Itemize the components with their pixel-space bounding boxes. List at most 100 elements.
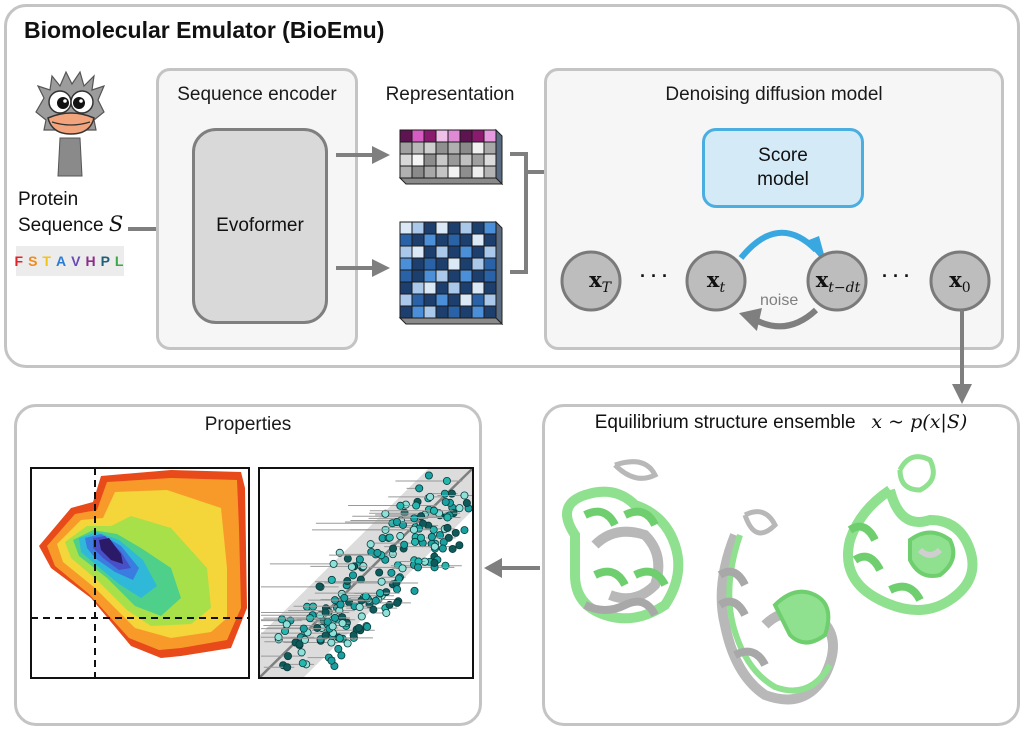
grid-cell: [483, 305, 497, 319]
grid-cell: [471, 293, 485, 307]
grid-cell: [459, 269, 473, 283]
grid-cell: [447, 141, 461, 155]
scatter-point: [334, 644, 343, 653]
representation-title: Representation: [385, 84, 515, 105]
scatter-point: [340, 593, 349, 602]
score-model-block[interactable]: Score model: [702, 128, 864, 208]
grid-cell: [459, 233, 473, 247]
predicted-vs-experimental-scatter[interactable]: [258, 467, 474, 679]
sequence-word: Sequence: [18, 215, 104, 236]
grid-cell: [459, 257, 473, 271]
noise-arrow: [750, 307, 819, 330]
node-xt-dt-base: x: [815, 267, 829, 292]
grid-bottom-face: [398, 177, 504, 185]
grid-cell: [447, 257, 461, 271]
noise-arrowhead: [739, 308, 762, 331]
grid-cell: [435, 269, 449, 283]
grid-cell: [483, 293, 497, 307]
protein-label: Protein Sequence S: [18, 187, 123, 238]
scatter-point: [400, 540, 409, 549]
grid-cell: [423, 233, 437, 247]
grid-cell: [423, 245, 437, 259]
grid-cell: [459, 141, 473, 155]
scatter-point: [377, 577, 386, 586]
scatter-point: [427, 532, 436, 541]
scatter-point: [430, 542, 439, 551]
scatter-point: [460, 491, 469, 500]
grid-cell: [411, 141, 425, 155]
grid-cell: [399, 293, 413, 307]
grid-cell: [435, 141, 449, 155]
grid-cell: [447, 269, 461, 283]
ensemble-title-text: Equilibrium structure ensemble: [594, 412, 856, 433]
ellipsis-1: · · ·: [640, 266, 668, 286]
scatter-point: [329, 559, 338, 568]
ellipsis-2: · · ·: [882, 266, 910, 286]
scatter-point: [393, 598, 402, 607]
grid-cell: [483, 281, 497, 295]
scatter-point: [387, 568, 396, 577]
grid-cell: [411, 129, 425, 143]
scatter-point: [282, 620, 291, 629]
grid-cell: [411, 221, 425, 235]
ensemble-title: Equilibrium structure ensemble x ~ p(x|S…: [542, 411, 1020, 434]
evoformer-block[interactable]: Evoformer: [192, 128, 328, 324]
diffusion-chain: [560, 229, 991, 331]
grid-cell: [447, 233, 461, 247]
grid-cell: [399, 269, 413, 283]
grid-cell: [483, 257, 497, 271]
denoise-arrowhead: [805, 235, 826, 261]
scatter-point: [376, 589, 385, 598]
properties-title: Properties: [204, 414, 292, 435]
grid-cell: [423, 281, 437, 295]
grid-cell: [471, 233, 485, 247]
ostrich-icon: [35, 70, 106, 177]
grid-cell: [483, 129, 497, 143]
scatter-point: [396, 532, 405, 541]
node-x0-sub: 0: [961, 280, 971, 297]
scatter-point: [354, 623, 363, 632]
scatter-point: [447, 489, 456, 498]
grid-cell: [471, 129, 485, 143]
grid-cell: [459, 221, 473, 235]
sequence-encoder-title: Sequence encoder: [177, 84, 337, 105]
grid-cell: [435, 293, 449, 307]
ensemble-formula: x ~ p(x|S): [871, 411, 968, 433]
grid-cell: [411, 293, 425, 307]
scatter-point: [411, 537, 420, 546]
grid-cell: [483, 269, 497, 283]
scatter-point: [396, 501, 405, 510]
scatter-point: [361, 592, 370, 601]
scatter-point: [416, 533, 425, 542]
scatter-point: [283, 663, 292, 672]
grid-side-face: [495, 220, 503, 326]
grid-cell: [423, 305, 437, 319]
arrow-ensemble-to-properties: [484, 558, 540, 578]
scatter-point: [441, 497, 450, 506]
scatter-point: [413, 563, 422, 572]
grid-cell: [483, 141, 497, 155]
node-xt-sub: t: [719, 280, 726, 297]
arrow-encoder-to-single: [336, 146, 390, 164]
node-x0-label: x0: [930, 267, 990, 296]
grid-cell: [411, 165, 425, 179]
denoise-arrow: [738, 229, 819, 260]
node-xT-label: xT: [570, 267, 630, 296]
grid-cell: [411, 153, 425, 167]
grid-cell: [471, 165, 485, 179]
sequence-symbol: S: [108, 212, 124, 236]
grid-cell: [423, 153, 437, 167]
sequence-letter: T: [42, 253, 53, 269]
grid-cell: [447, 281, 461, 295]
scatter-point: [337, 651, 346, 660]
scatter-point: [381, 509, 390, 518]
scatter-point: [336, 600, 345, 609]
scatter-point: [415, 484, 424, 493]
grid-cell: [459, 305, 473, 319]
grid-cell: [459, 281, 473, 295]
grid-cell: [411, 305, 425, 319]
scatter-point: [385, 600, 394, 609]
free-energy-landscape[interactable]: [30, 467, 250, 679]
scatter-point: [412, 501, 421, 510]
